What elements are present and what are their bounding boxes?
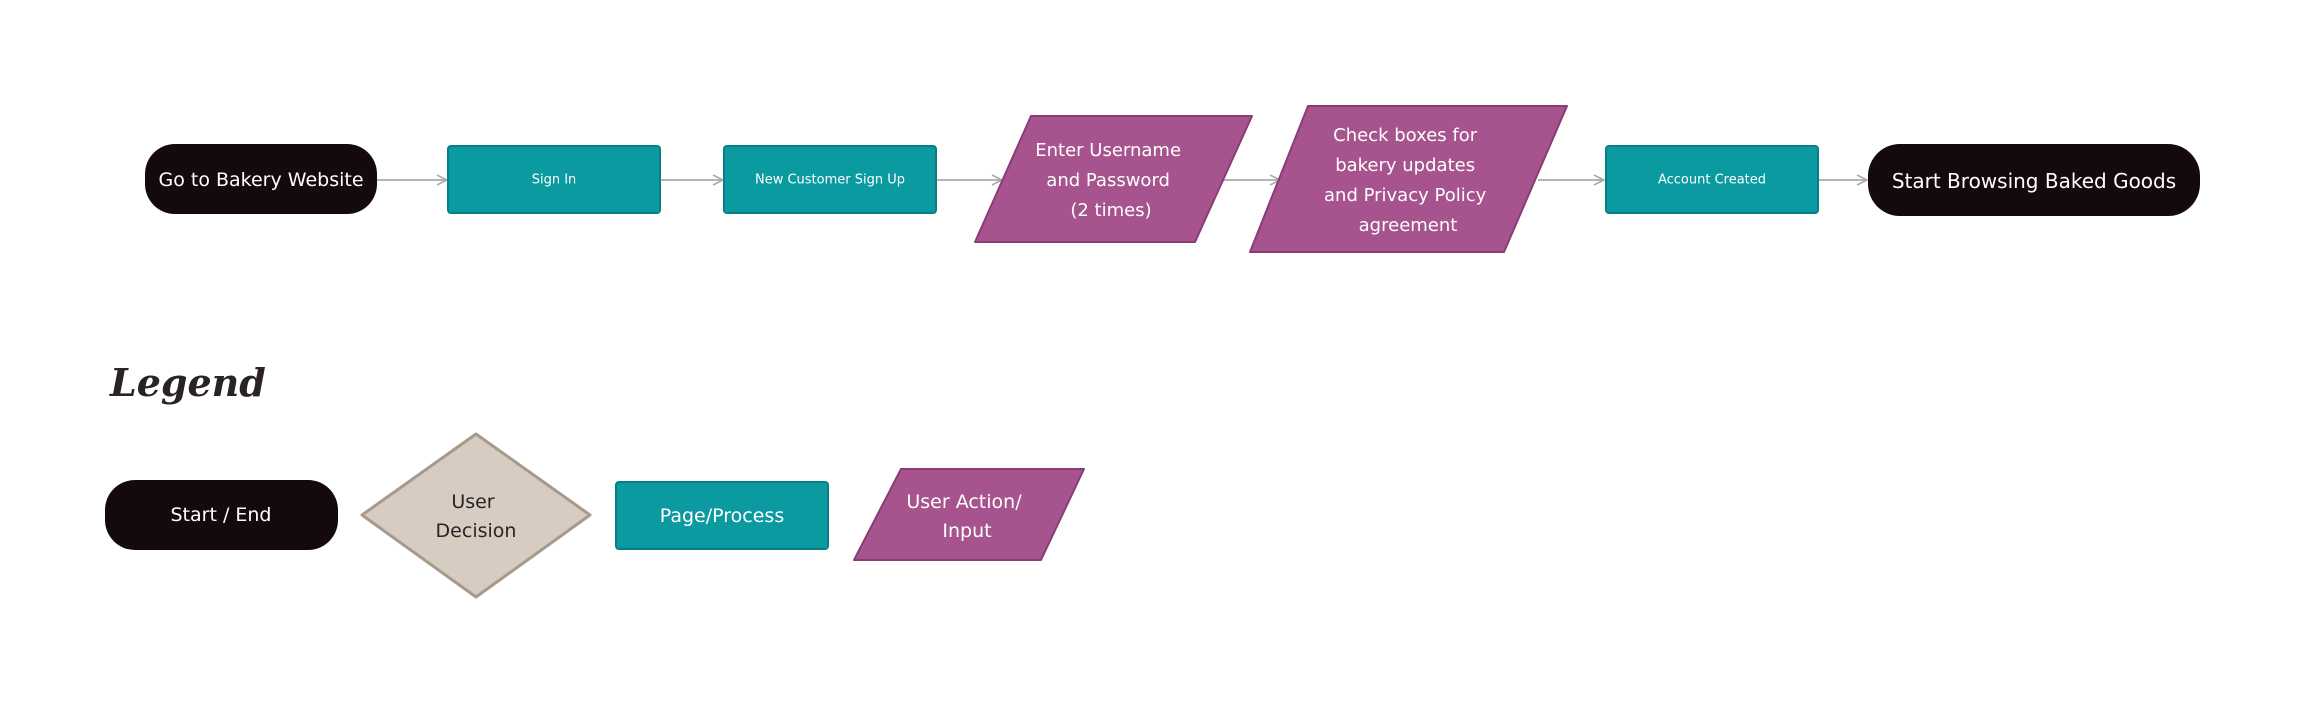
account-created-node: Account Created [1605, 145, 1819, 214]
checkboxes-line-2: bakery updates [1335, 155, 1475, 176]
legend-user-action-line-1: User Action/ [906, 491, 1022, 513]
legend-page-process: Page/Process [615, 481, 829, 550]
enter-credentials-label: Enter Username and Password (2 times) [1035, 140, 1187, 221]
new-customer-label: New Customer Sign Up [755, 173, 905, 188]
legend-user-action: User Action/ Input [853, 468, 1085, 561]
enter-credentials-line-1: Enter Username [1035, 140, 1181, 161]
new-customer-node: New Customer Sign Up [723, 145, 937, 214]
legend-decision-line-1: User [451, 491, 494, 513]
end-node-label: Start Browsing Baked Goods [1892, 169, 2176, 193]
checkboxes-node: Check boxes for bakery updates and Priva… [1249, 105, 1568, 253]
enter-credentials-line-2: and Password [1046, 170, 1170, 191]
end-node: Start Browsing Baked Goods [1868, 144, 2200, 216]
legend-decision: User Decision [360, 432, 592, 599]
start-node-label: Go to Bakery Website [158, 169, 363, 191]
legend-decision-line-2: Decision [436, 520, 517, 542]
legend-user-action-line-2: Input [942, 520, 991, 542]
start-node: Go to Bakery Website [145, 144, 377, 214]
enter-credentials-line-3: (2 times) [1070, 200, 1151, 221]
checkboxes-line-4: agreement [1359, 215, 1458, 236]
sign-in-label: Sign In [532, 173, 577, 188]
legend-title: Legend [109, 360, 266, 405]
enter-credentials-node: Enter Username and Password (2 times) [974, 115, 1253, 243]
sign-in-node: Sign In [447, 145, 661, 214]
checkboxes-line-1: Check boxes for [1333, 125, 1478, 146]
checkboxes-label: Check boxes for bakery updates and Priva… [1324, 125, 1492, 236]
legend-start-end-label: Start / End [170, 504, 271, 526]
legend-decision-label: User Decision [436, 491, 517, 542]
legend-user-action-label: User Action/ Input [906, 491, 1027, 542]
legend-page-process-label: Page/Process [660, 505, 784, 527]
legend-start-end: Start / End [105, 480, 338, 550]
checkboxes-line-3: and Privacy Policy [1324, 185, 1487, 206]
account-created-label: Account Created [1658, 173, 1766, 188]
